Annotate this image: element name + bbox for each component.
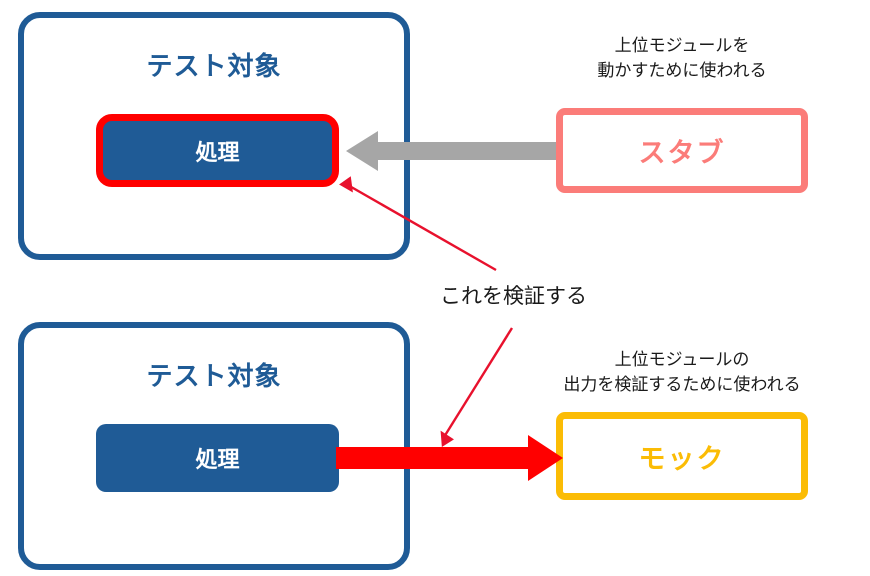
- annotation-arrow-down-left: [440, 327, 514, 447]
- process-box-top-highlighted: 処理: [96, 114, 339, 187]
- stub-box: スタブ: [556, 108, 808, 193]
- process-box-bottom: 処理: [96, 424, 339, 492]
- mock-label: モック: [638, 443, 726, 474]
- test-target-container-top: テスト対象: [18, 12, 410, 260]
- process-label-bottom: 処理: [195, 447, 240, 472]
- stub-label: スタブ: [638, 138, 726, 168]
- test-target-title-top: テスト対象: [146, 51, 282, 81]
- process-label-top: 処理: [195, 139, 240, 165]
- stub-caption: 上位モジュールを 動かすために使われる: [597, 36, 767, 80]
- test-target-title-bottom: テスト対象: [146, 361, 282, 391]
- verify-annotation-label: これを検証する: [440, 284, 587, 308]
- mock-caption: 上位モジュールの 出力を検証するために使われる: [563, 350, 801, 394]
- mock-box: モック: [556, 412, 808, 500]
